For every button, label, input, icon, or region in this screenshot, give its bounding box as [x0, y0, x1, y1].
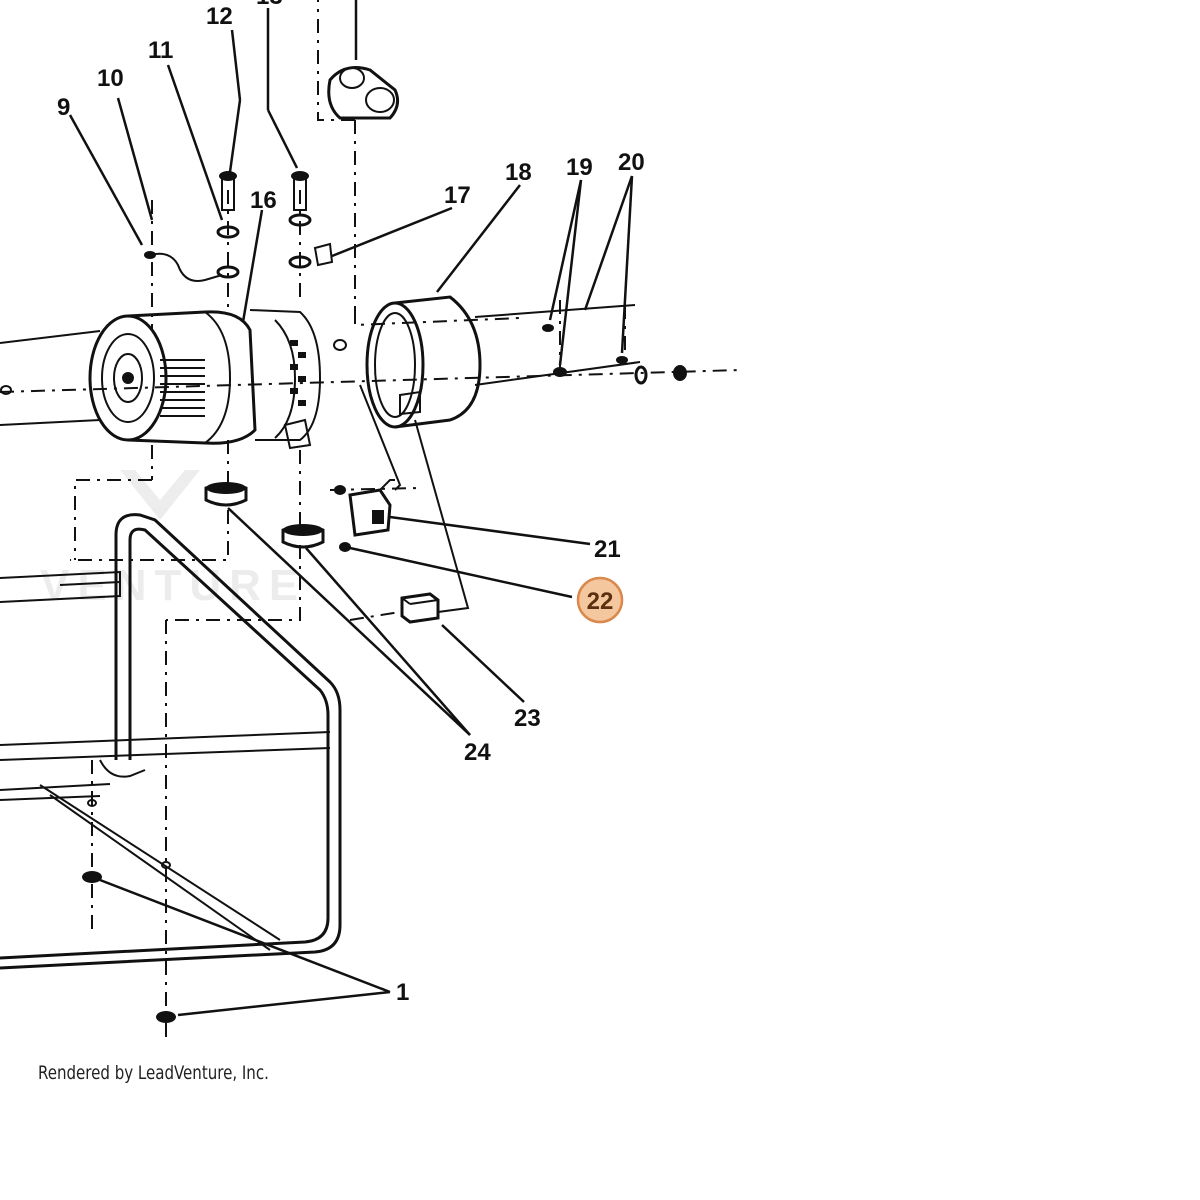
- switch-bracket: [348, 479, 395, 537]
- callout-23[interactable]: 23: [514, 705, 541, 732]
- callout-17[interactable]: 17: [444, 182, 471, 209]
- callout-18[interactable]: 18: [505, 159, 532, 186]
- wiring: [359, 384, 470, 613]
- callout-9[interactable]: 9: [57, 94, 70, 121]
- callout-13[interactable]: 13: [256, 0, 283, 10]
- generator-assembly: [88, 309, 347, 450]
- svg-text:VENTURE: VENTURE: [40, 561, 306, 610]
- callout-22-highlight[interactable]: 22: [576, 576, 624, 624]
- callout-24[interactable]: 24: [464, 739, 491, 766]
- leader-lines: [68, 0, 634, 1017]
- hardware-bolts: [0, 171, 687, 552]
- callouts: 1 9 10 11 12 13 16 17 18 19 20 21 23 24: [57, 0, 645, 1006]
- callout-12[interactable]: 12: [206, 3, 233, 30]
- callout-22[interactable]: 22: [587, 588, 614, 615]
- callout-16[interactable]: 16: [250, 187, 277, 214]
- connector-block: [400, 592, 440, 624]
- callout-11[interactable]: 11: [148, 37, 173, 64]
- rubber-mounts: [204, 482, 325, 549]
- assembly-lines: [70, 0, 626, 1040]
- callout-1[interactable]: 1: [396, 979, 409, 1006]
- frame-feet: [82, 799, 176, 1023]
- render-credit: Rendered by LeadVenture, Inc.: [38, 1062, 269, 1084]
- callout-21[interactable]: 21: [594, 536, 621, 563]
- top-bracket-component: [327, 66, 400, 120]
- fan-shroud: [365, 295, 482, 429]
- lv-logo-icon: VENTURE: [40, 470, 306, 610]
- callout-10[interactable]: 10: [97, 65, 124, 92]
- tubular-frame: [0, 513, 342, 970]
- callout-19[interactable]: 19: [566, 154, 593, 181]
- callout-20[interactable]: 20: [618, 149, 645, 176]
